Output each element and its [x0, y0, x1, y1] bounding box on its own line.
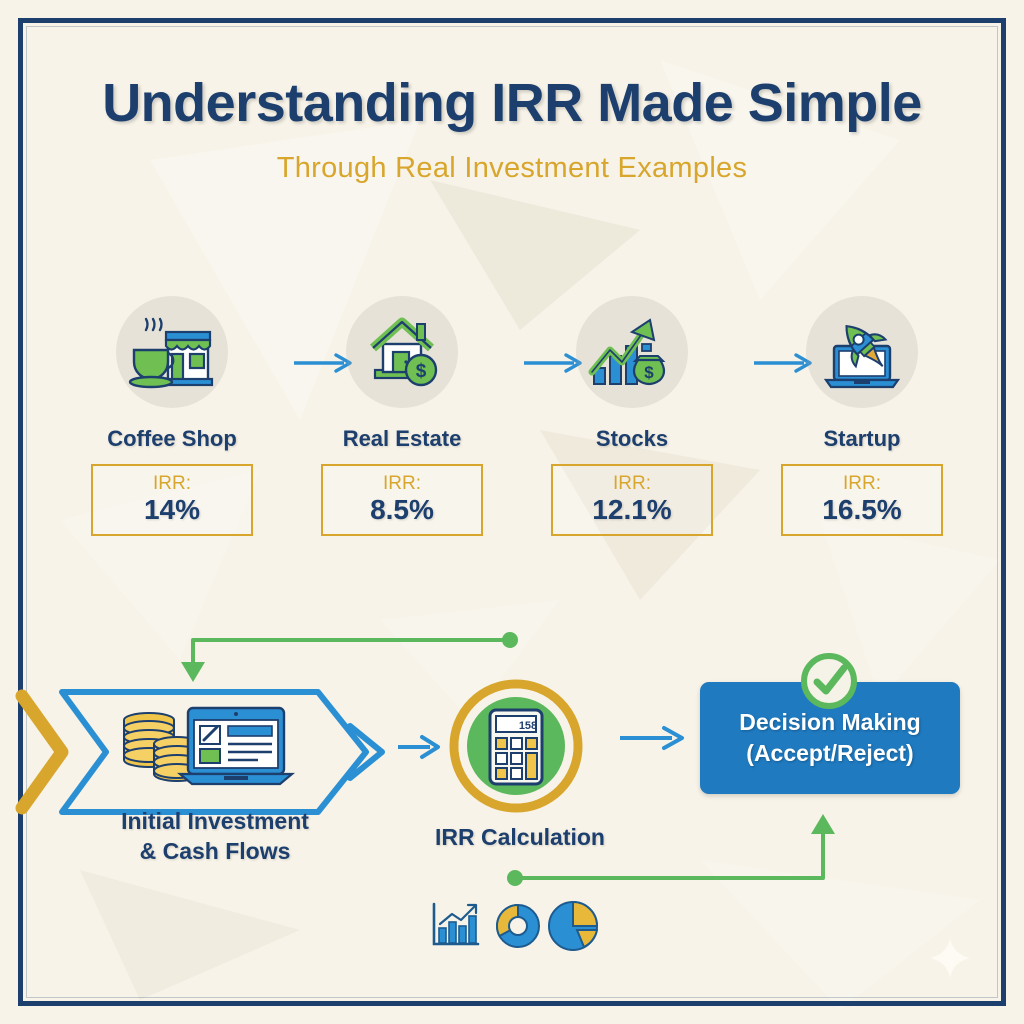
irr-value: 16.5% [822, 494, 902, 526]
process-flow-graphics: 158 [15, 632, 835, 886]
decision-line2: (Accept/Reject) [746, 740, 914, 766]
feedback-loop-down-icon [181, 632, 518, 682]
page-border [18, 18, 1006, 1006]
gold-chevron-icon [15, 689, 69, 815]
arrow-right-icon-process-1 [398, 735, 440, 759]
investment-examples-row: Coffee Shop IRR: 14% [60, 296, 964, 566]
arrow-right-icon-1 [294, 353, 352, 373]
sparkle-icon [930, 938, 970, 978]
house-money-icon: $ [346, 296, 458, 408]
decision-line1: Decision Making [739, 709, 921, 736]
page-subtitle: Through Real Investment Examples [276, 152, 748, 184]
irr-value: 8.5% [370, 494, 434, 526]
banner-arrow-tip-icon [347, 723, 385, 781]
svg-text:$: $ [416, 361, 427, 382]
stock-growth-icon: $ [576, 296, 688, 408]
irr-label: IRR: [613, 473, 651, 495]
rocket-laptop-icon [806, 296, 918, 408]
example-card-stocks[interactable]: $ Stocks IRR: 12.1% [542, 296, 722, 536]
feedback-loop-up-icon [507, 814, 835, 886]
irr-badge: IRR: 16.5% [781, 464, 943, 536]
calculator-icon: 158 [449, 679, 583, 813]
irr-label: IRR: [383, 473, 421, 495]
bar-chart-trend-icon [432, 902, 480, 946]
check-circle-icon [801, 653, 857, 709]
donut-chart-icon [495, 903, 540, 948]
process-step-1-line2: & Cash Flows [139, 838, 291, 865]
example-card-startup[interactable]: Startup IRR: 16.5% [772, 296, 952, 536]
mini-chart-icons [432, 900, 598, 951]
pie-chart-icon [548, 900, 598, 951]
example-label: Startup [823, 426, 901, 451]
coffee-shop-icon [116, 296, 228, 408]
example-card-real-estate[interactable]: $ Real Estate IRR: 8.5% [312, 296, 492, 536]
svg-text:$: $ [644, 363, 654, 382]
process-step-2-label: IRR Calculation [435, 824, 605, 850]
example-card-coffee-shop[interactable]: Coffee Shop IRR: 14% [82, 296, 262, 536]
process-step-1-line1: Initial Investment [121, 808, 309, 834]
banner-chevron-shape [59, 689, 369, 815]
irr-badge: IRR: 14% [91, 464, 253, 536]
irr-value: 12.1% [592, 494, 672, 526]
coins-laptop-icon [123, 706, 296, 786]
arrow-right-icon-process-2 [620, 726, 684, 750]
irr-badge: IRR: 12.1% [551, 464, 713, 536]
example-label: Coffee Shop [107, 426, 237, 451]
example-label: Stocks [595, 426, 669, 451]
irr-label: IRR: [153, 473, 191, 495]
page-title: Understanding IRR Made Simple [102, 73, 922, 133]
example-label: Real Estate [342, 426, 462, 451]
process-step-1-label: Initial Investment & Cash Flows [60, 806, 370, 867]
svg-text:158: 158 [519, 720, 537, 732]
irr-label: IRR: [843, 473, 881, 495]
irr-value: 14% [143, 494, 201, 526]
page-border-inner [26, 26, 998, 998]
arrow-right-icon-3 [754, 353, 812, 373]
irr-badge: IRR: 8.5% [321, 464, 483, 536]
arrow-right-icon-2 [524, 353, 582, 373]
